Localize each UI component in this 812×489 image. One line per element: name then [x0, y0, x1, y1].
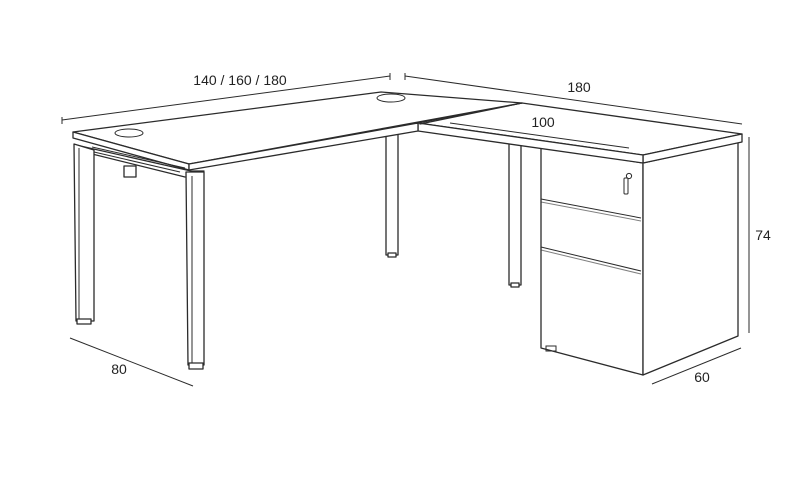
- dimension-line-main-width: [61, 73, 391, 124]
- label-pedestal-depth: 60: [694, 369, 710, 385]
- pedestal-cabinet: [540, 141, 739, 376]
- cable-grommet-right: [376, 93, 406, 103]
- label-main-width: 140 / 160 / 180: [193, 72, 287, 88]
- dimension-line-return-top: [449, 122, 630, 149]
- back-leg-return: [508, 142, 522, 288]
- front-leg-right: [185, 171, 205, 370]
- label-return-top-width: 100: [531, 114, 555, 130]
- label-main-depth: 80: [111, 361, 127, 377]
- label-height: 74: [755, 227, 771, 243]
- cable-grommet-left: [114, 128, 144, 138]
- return-desktop: [417, 102, 743, 164]
- dimension-line-return-length: [404, 73, 743, 125]
- front-frame: [75, 144, 205, 178]
- main-desktop: [72, 91, 523, 171]
- lock-icon: [623, 172, 633, 195]
- label-return-length: 180: [567, 79, 591, 95]
- dimension-line-main-depth: [69, 337, 194, 387]
- dimension-line-pedestal-depth: [651, 347, 742, 385]
- back-leg-main: [385, 130, 399, 258]
- front-leg-left: [73, 143, 95, 325]
